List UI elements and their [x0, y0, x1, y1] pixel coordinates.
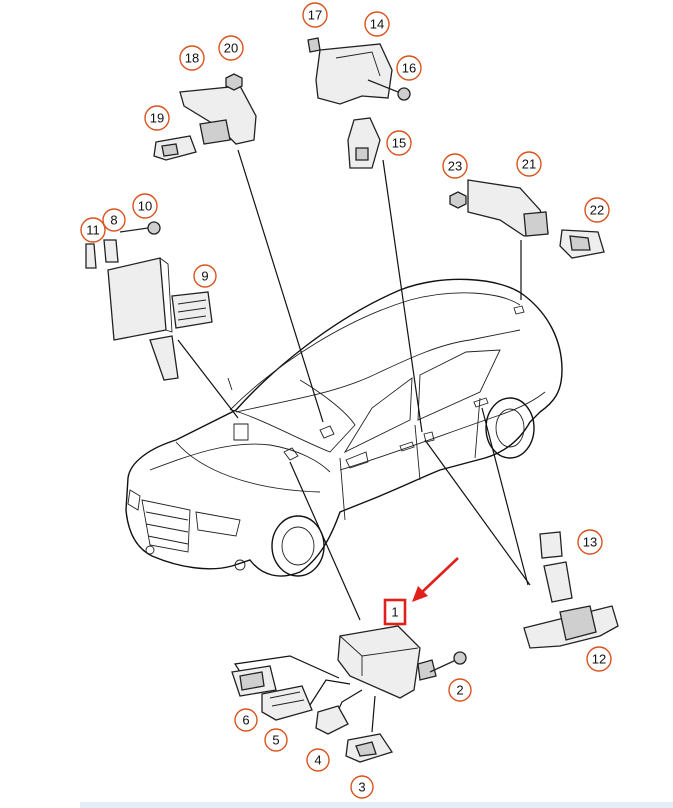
callout-23: 23 [442, 153, 468, 179]
part-13-cap [539, 531, 563, 559]
callout-19: 19 [144, 105, 170, 131]
callout-13-label: 13 [583, 535, 597, 550]
highlight-arrow [412, 557, 459, 602]
part-9-connector [171, 291, 213, 329]
part-17-clip [307, 37, 321, 53]
part-16-bolt [367, 79, 411, 101]
part-23-nut [449, 191, 467, 209]
callout-15-label: 15 [392, 136, 406, 151]
bottom-edge-strip [80, 802, 673, 808]
callout-16-label: 16 [402, 61, 416, 76]
part-4-connector [315, 705, 349, 735]
callout-12-label: 12 [592, 652, 606, 667]
callout-3-label: 3 [358, 780, 365, 795]
callout-21-label: 21 [522, 157, 536, 172]
callout-15: 15 [386, 130, 412, 156]
part-6-connector [231, 665, 277, 697]
part-18-bracket [179, 85, 257, 145]
part-22-connector [559, 229, 605, 259]
callout-9: 9 [193, 264, 217, 288]
callout-19-label: 19 [150, 111, 164, 126]
callout-5-label: 5 [272, 733, 279, 748]
callout-17: 17 [302, 2, 328, 28]
part-5-connector [261, 685, 313, 721]
callout-10-label: 10 [138, 199, 152, 214]
callout-16: 16 [396, 55, 422, 81]
callout-6: 6 [234, 708, 258, 732]
part-15-sensor [347, 117, 381, 169]
callout-22-label: 22 [590, 203, 604, 218]
callout-11: 11 [80, 217, 106, 243]
callout-14: 14 [364, 11, 390, 37]
callout-14-label: 14 [370, 17, 384, 32]
part-3-connector [345, 733, 394, 763]
callout-6-label: 6 [242, 713, 249, 728]
callout-13: 13 [577, 529, 603, 555]
callout-4-label: 4 [314, 753, 321, 768]
callout-9-label: 9 [201, 269, 208, 284]
callout-22: 22 [584, 197, 610, 223]
part-20-nut [225, 73, 243, 91]
control-unit-left [107, 257, 179, 381]
callout-23-label: 23 [448, 159, 462, 174]
callout-8-label: 8 [110, 213, 117, 228]
callout-10: 10 [132, 193, 158, 219]
callout-3: 3 [350, 775, 374, 799]
callout-4: 4 [306, 748, 330, 772]
part-21-bracket [467, 179, 549, 237]
part-14-bracket [315, 43, 393, 105]
part-1-module [337, 625, 437, 699]
part-11-bolt [85, 243, 97, 269]
part-2-bolt [429, 651, 467, 673]
callout-1-label: 1 [391, 605, 398, 620]
callout-12: 12 [586, 646, 612, 672]
part-10-bolt [119, 221, 161, 235]
part-19-connector [153, 135, 197, 161]
callout-21: 21 [516, 151, 542, 177]
part-12-handle [523, 561, 619, 649]
callout-2: 2 [448, 678, 472, 702]
car-illustration [125, 278, 563, 577]
callout-2-label: 2 [456, 683, 463, 698]
callout-8: 8 [102, 208, 126, 232]
callout-20-label: 20 [224, 41, 238, 56]
callout-1-highlighted: 1 [383, 598, 407, 626]
callout-18-label: 18 [185, 51, 199, 66]
part-8-bracket [103, 239, 119, 263]
callout-11-label: 11 [86, 223, 100, 238]
callout-18: 18 [179, 45, 205, 71]
callout-20: 20 [218, 35, 244, 61]
callout-5: 5 [264, 728, 288, 752]
callout-17-label: 17 [308, 8, 322, 23]
